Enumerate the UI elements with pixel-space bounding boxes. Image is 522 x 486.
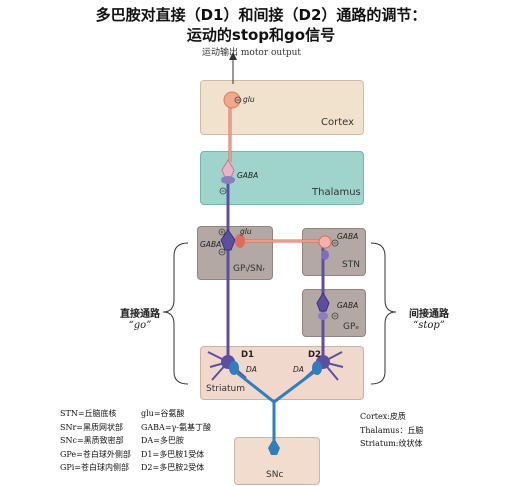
legend-item: GPe=苍白球外侧部 xyxy=(60,449,131,459)
gpi-snr-box xyxy=(197,226,273,280)
direct-pathway-name: 直接通路 xyxy=(120,309,160,320)
gpe-box xyxy=(302,289,366,337)
indirect-pathway-label: 间接通路 “stop” xyxy=(398,305,460,331)
legend-item: D1=多巴胺1受体 xyxy=(141,449,205,459)
cortex-glu-label: glu xyxy=(243,95,255,104)
d2-label: D2 xyxy=(308,350,321,360)
stn-label: STN xyxy=(342,260,360,270)
direct-pathway-signal: “go” xyxy=(128,320,152,331)
legend-item: STN=丘脑底核 xyxy=(60,409,117,418)
figure-title-line1: 多巴胺对直接（D1）和间接（D2）通路的调节： xyxy=(95,6,427,24)
legend-item: SNr=黑质网状部 xyxy=(60,422,124,432)
gpi-neuron xyxy=(220,229,236,251)
legend-item: Cortex:皮质 xyxy=(360,412,406,421)
legend-item: D2=多巴胺2受体 xyxy=(141,463,205,472)
d1-label: D1 xyxy=(241,350,254,360)
dopamine-projection xyxy=(235,370,315,455)
abbreviation-legend-left: STN=丘脑底核 SNr=黑质网状部 SNc=黑质致密部 GPe=苍白球外侧部 … xyxy=(60,407,131,475)
cortex-neuron xyxy=(223,91,241,109)
legend-item: GPi=苍白球内侧部 xyxy=(60,463,130,472)
gpi-glu-label: glu xyxy=(240,227,252,236)
legend-item: Striatum:纹状体 xyxy=(360,439,423,448)
da-right-label: DA xyxy=(293,365,304,374)
snc-label: SNc xyxy=(266,470,284,480)
direct-pathway-label: 直接通路 “go” xyxy=(110,305,170,331)
striatum-label: Striatum xyxy=(206,384,245,394)
stn-neuron xyxy=(318,235,332,249)
thalamus-gaba-label: GABA xyxy=(237,171,259,180)
motor-output-label: 运动输出 motor output xyxy=(202,48,302,58)
d2-neuron xyxy=(304,351,344,381)
legend-item: glu=谷氨酸 xyxy=(141,409,185,418)
cortex-label: Cortex xyxy=(321,117,355,128)
stn-gaba-label: GABA xyxy=(337,232,359,241)
gpi-gaba-label: GABA xyxy=(200,240,222,249)
gpe-label: GPₑ xyxy=(343,322,360,332)
stn-box xyxy=(302,228,366,276)
indirect-pathway-signal: “stop” xyxy=(413,320,445,331)
indirect-pathway-name: 间接通路 xyxy=(409,309,449,320)
gpe-neuron xyxy=(316,292,330,312)
direct-pathway-brace xyxy=(162,242,189,385)
abbreviation-legend-middle: glu=谷氨酸 GABA=γ-氨基丁酸 DA=多巴胺 D1=多巴胺1受体 D2=… xyxy=(141,407,211,475)
thalamus-label: Thalamus xyxy=(312,187,361,198)
abbreviation-legend-right: Cortex:皮质 Thalamus：丘脑 Striatum:纹状体 xyxy=(360,410,423,451)
figure-title-line2: 运动的stop和go信号 xyxy=(186,26,336,44)
motor-output-arrow xyxy=(229,52,237,84)
legend-item: GABA=γ-氨基丁酸 xyxy=(141,422,212,432)
legend-item: Thalamus：丘脑 xyxy=(360,425,424,435)
indirect-pathway-brace xyxy=(370,242,397,385)
cortex-box xyxy=(200,80,364,135)
da-left-label: DA xyxy=(246,365,257,374)
legend-item: SNc=黑质致密部 xyxy=(60,436,124,445)
legend-item: DA=多巴胺 xyxy=(141,436,184,445)
gpe-gaba-label: GABA xyxy=(337,301,359,310)
gpi-snr-label: GPᵢ/SNᵣ xyxy=(233,264,265,274)
